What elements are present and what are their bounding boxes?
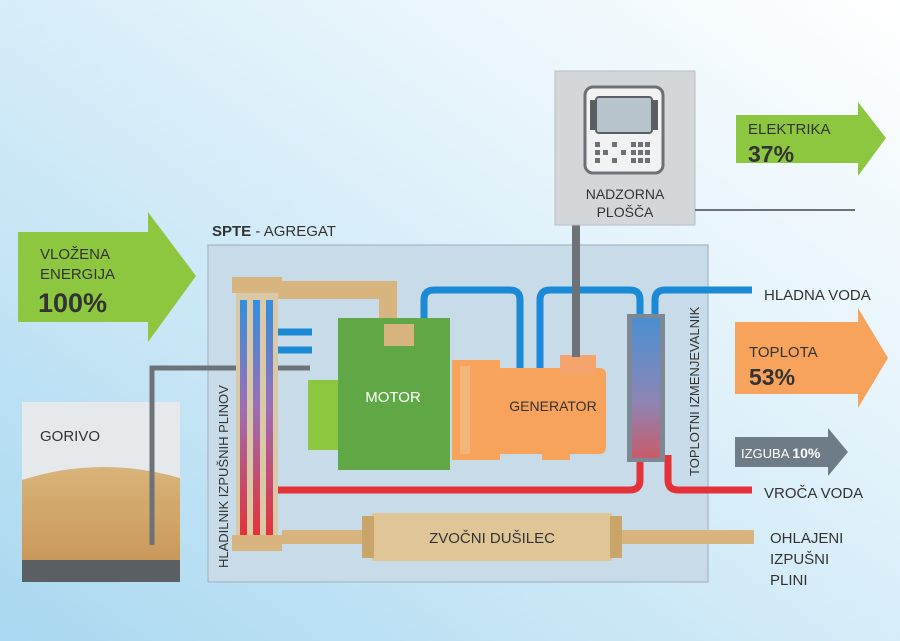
- cold-water-label: HLADNA VODA: [764, 287, 871, 304]
- exhaust-cooler-label: HLADILNIK IZPUŠNIH PLINOV: [216, 385, 231, 568]
- electricity-value: 37%: [748, 141, 794, 167]
- motor: MOTOR: [308, 318, 450, 470]
- input-energy-arrow: VLOŽENA ENERGIJA 100%: [18, 212, 196, 342]
- exhaust-out-label-line3: PLINI: [770, 572, 808, 589]
- heat-exchanger: TOPLOTNI IZMENJEVALNIK: [627, 306, 702, 476]
- control-panel-label-line1: NADZORNA: [586, 186, 665, 202]
- heat-value: 53%: [749, 364, 795, 390]
- loss-text: IZGUBA 10%: [741, 445, 821, 461]
- generator: GENERATOR: [452, 225, 606, 460]
- electricity-label: ELEKTRIKA: [748, 121, 831, 138]
- loss-arrow: IZGUBA 10%: [735, 428, 848, 476]
- generator-label: GENERATOR: [509, 398, 596, 414]
- motor-label: MOTOR: [365, 389, 421, 406]
- input-value: 100%: [38, 288, 107, 318]
- exhaust-out-label-line1: OHLAJENI: [770, 530, 843, 547]
- input-label-line1: VLOŽENA: [40, 246, 110, 263]
- silencer-label: ZVOČNI DUŠILEC: [429, 530, 555, 547]
- exhaust-out-label-line2: IZPUŠNI: [770, 551, 829, 568]
- hot-water-pipes: [275, 455, 752, 494]
- control-panel: NADZORNA PLOŠČA: [554, 70, 855, 226]
- control-panel-label-line2: PLOŠČA: [597, 204, 654, 220]
- heat-exchanger-label: TOPLOTNI IZMENJEVALNIK: [687, 306, 702, 476]
- exhaust-pipe-hot: [242, 281, 397, 330]
- heat-arrow: TOPLOTA 53%: [735, 308, 888, 408]
- exhaust-gas-cooler: HLADILNIK IZPUŠNIH PLINOV: [216, 277, 282, 568]
- control-cable: [572, 225, 580, 357]
- silencer: ZVOČNI DUŠILEC: [282, 513, 754, 561]
- fuel-label: GORIVO: [40, 428, 100, 445]
- electricity-arrow: ELEKTRIKA 37%: [736, 102, 886, 176]
- unit-title: SPTE - AGREGAT: [212, 223, 336, 240]
- input-label-line2: ENERGIJA: [40, 266, 115, 283]
- heat-label: TOPLOTA: [749, 344, 818, 361]
- hot-water-label: VROČA VODA: [764, 485, 863, 502]
- fuel-tank: GORIVO: [22, 402, 180, 582]
